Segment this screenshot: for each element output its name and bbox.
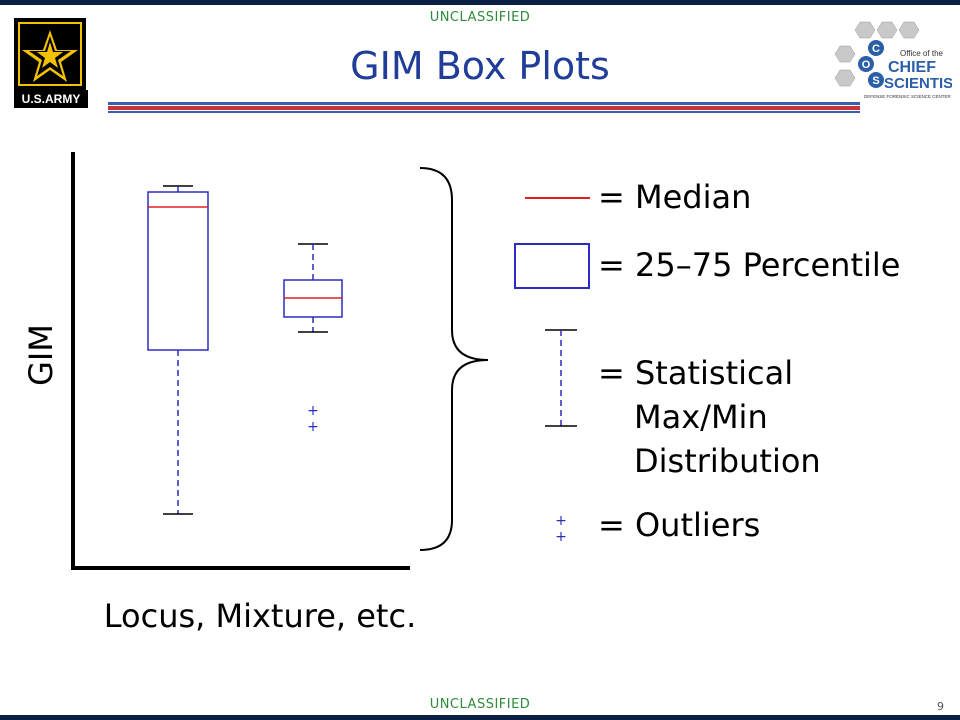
office-chief-scientist-logo: C O S Office of the CHIEF SCIENTIST DEFE… bbox=[834, 21, 952, 99]
svg-text:+: + bbox=[555, 513, 567, 529]
iqr-box bbox=[147, 191, 209, 351]
ocs-line-1: Office of the bbox=[900, 49, 944, 58]
page-number: 9 bbox=[937, 700, 944, 713]
bottom-border bbox=[0, 715, 960, 720]
legend-whisker-symbol bbox=[545, 329, 577, 427]
y-axis-label: GIM bbox=[22, 324, 60, 386]
curly-brace bbox=[419, 167, 489, 551]
legend-iqr-label: = 25–75 Percentile bbox=[598, 246, 901, 284]
army-wordmark: U.S.ARMY bbox=[14, 90, 88, 108]
title-rule-blue bbox=[108, 102, 860, 105]
slide-title: GIM Box Plots bbox=[350, 44, 610, 88]
legend-outlier-symbol: + + bbox=[555, 513, 567, 545]
classification-top: UNCLASSIFIED bbox=[429, 10, 531, 25]
title-rule-red bbox=[108, 106, 860, 110]
x-axis-label: Locus, Mixture, etc. bbox=[104, 597, 416, 635]
legend-whisker-label-1: = Statistical bbox=[598, 354, 794, 392]
svg-text:O: O bbox=[862, 59, 871, 71]
legend-whisker-label-3: Distribution bbox=[634, 442, 821, 480]
legend-whisker-label-2: Max/Min bbox=[634, 398, 768, 436]
ocs-line-3: SCIENTIST bbox=[884, 75, 952, 92]
outlier-marker: + bbox=[307, 403, 319, 419]
svg-text:+: + bbox=[555, 529, 567, 545]
legend-outliers-label: = Outliers bbox=[598, 506, 761, 544]
us-army-logo bbox=[14, 18, 86, 90]
legend-iqr-symbol bbox=[514, 243, 590, 289]
svg-text:C: C bbox=[872, 43, 880, 55]
legend-median-label: = Median bbox=[598, 178, 752, 216]
ocs-line-2: CHIEF bbox=[888, 59, 936, 76]
title-rule-blue-lower bbox=[108, 111, 860, 113]
ocs-line-4: DEFENSE FORENSIC SCIENCE CENTER bbox=[864, 94, 952, 99]
box-plot-1 bbox=[147, 185, 209, 515]
svg-text:S: S bbox=[872, 75, 879, 87]
outlier-marker: + bbox=[307, 419, 319, 435]
top-border bbox=[0, 0, 960, 5]
box-plot-2: + + bbox=[283, 243, 343, 435]
classification-bottom: UNCLASSIFIED bbox=[429, 697, 531, 712]
